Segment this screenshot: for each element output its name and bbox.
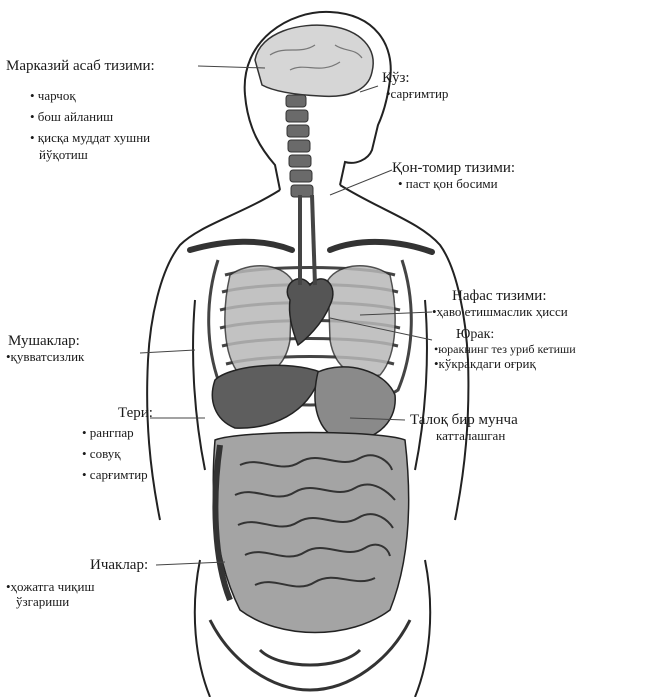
- cns-item: йўқотиш: [39, 148, 155, 163]
- heart: [287, 279, 333, 345]
- brain: [255, 25, 373, 96]
- liver-stomach: [212, 365, 395, 440]
- skin-item: • сарғимтир: [82, 468, 153, 483]
- label-intestines: Ичаклар: •ҳожатга чиқиш ўзгариши: [6, 557, 148, 610]
- spleen-title: Талоқ бир мунча: [410, 412, 518, 429]
- vessels: [300, 195, 315, 285]
- heart-title: Юрак:: [456, 327, 576, 343]
- respiratory-item: •ҳаво етишмаслик ҳисси: [432, 305, 568, 320]
- intestines-item: •ҳожатга чиқиш: [6, 580, 148, 595]
- label-vascular-system: Қон-томир тизими: • паст қон босими: [392, 160, 515, 192]
- label-respiratory-system: Нафас тизими: •ҳаво етишмаслик ҳисси: [432, 288, 568, 320]
- label-spleen: Талоқ бир мунча катталашган: [410, 412, 518, 444]
- intestines-title: Ичаклар:: [90, 557, 148, 574]
- respiratory-title: Нафас тизими:: [452, 288, 568, 305]
- heart-item: •юракнинг тез уриб кетиши: [434, 343, 576, 357]
- skin-item: • рангпар: [82, 426, 153, 441]
- cns-item: • қисқа муддат хушни: [30, 131, 155, 146]
- intestines: [213, 433, 408, 633]
- spleen-item: катталашган: [436, 429, 518, 444]
- muscles-title: Мушаклар:: [8, 333, 84, 350]
- label-eye: Кўз: •сарғимтир: [382, 70, 448, 102]
- cns-item: • бош айланиш: [30, 110, 155, 125]
- label-skin: Тери: • рангпар • совуқ • сарғимтир: [82, 405, 153, 483]
- muscles-item: •қувватсизлик: [6, 350, 84, 365]
- intestines-item: ўзгариши: [16, 595, 148, 610]
- vascular-title: Қон-томир тизими:: [392, 160, 515, 177]
- vascular-item: • паст қон босими: [398, 177, 515, 192]
- label-muscles: Мушаклар: •қувватсизлик: [6, 333, 84, 365]
- cns-title: Марказий асаб тизими:: [6, 58, 155, 75]
- cns-item: • чарчоқ: [30, 89, 155, 104]
- label-heart: Юрак: •юракнинг тез уриб кетиши •кўкракд…: [434, 327, 576, 372]
- clavicles: [190, 242, 432, 252]
- spine: [286, 95, 313, 197]
- eye-item: •сарғимтир: [386, 87, 448, 102]
- skin-item: • совуқ: [82, 447, 153, 462]
- eye-title: Кўз:: [382, 70, 448, 87]
- heart-item: •кўкракдаги оғриқ: [434, 357, 576, 372]
- label-central-nervous-system: Марказий асаб тизими: • чарчоқ • бош айл…: [6, 58, 155, 163]
- skin-title: Тери:: [118, 405, 153, 422]
